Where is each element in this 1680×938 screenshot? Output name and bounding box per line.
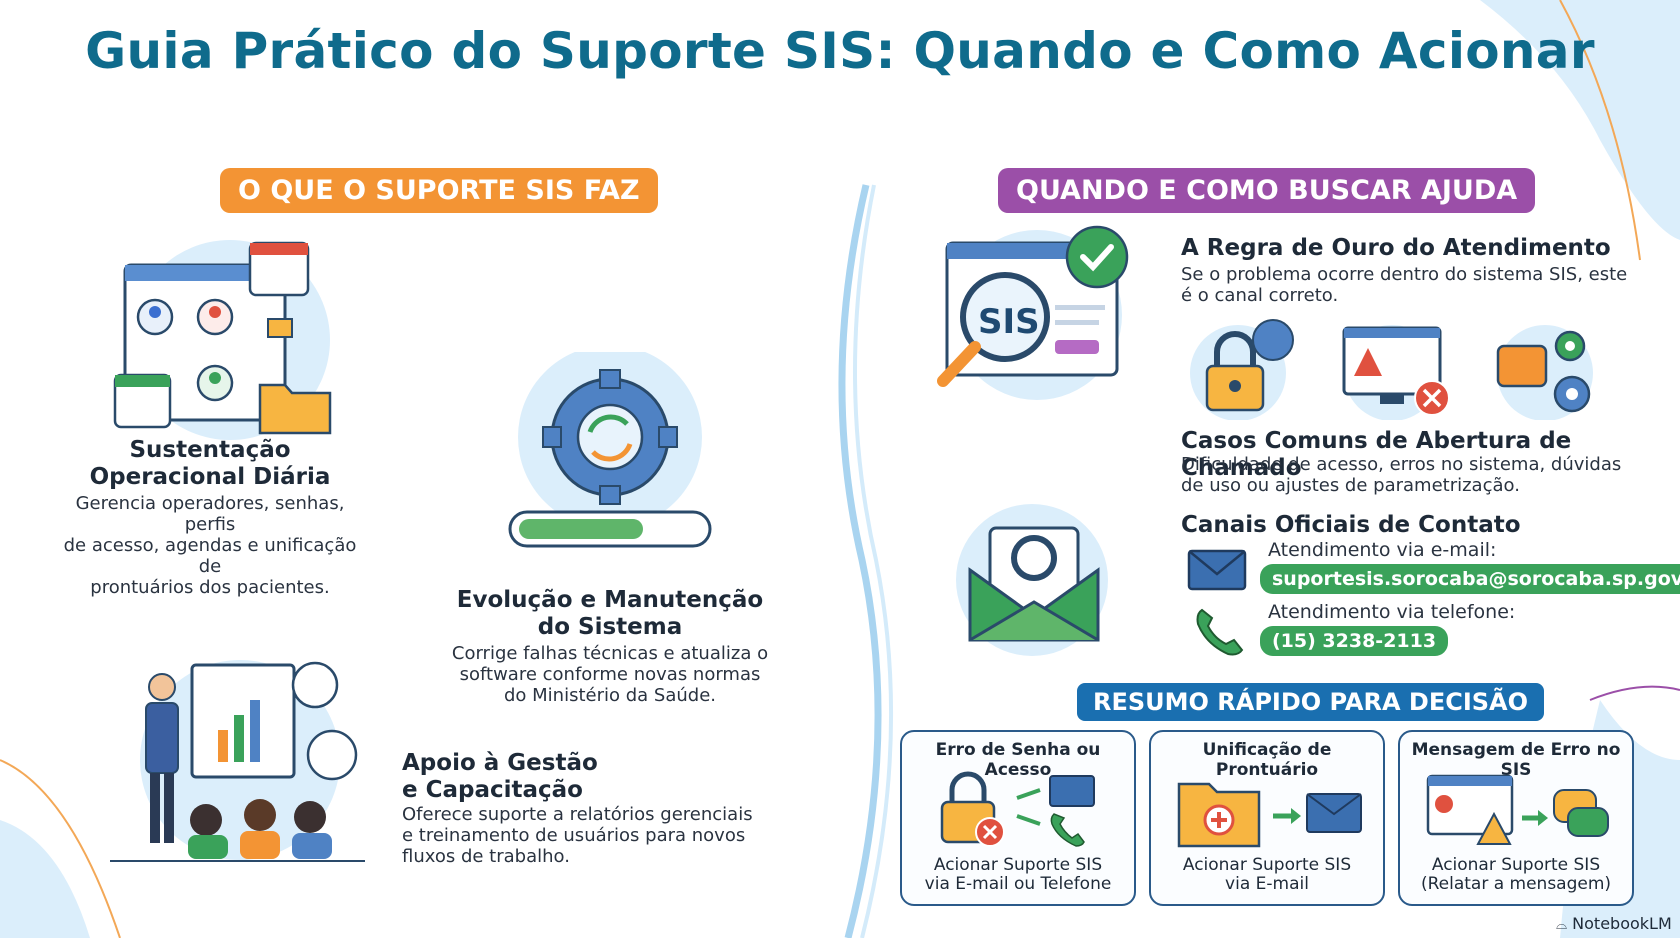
notebooklm-logo-icon: ⌓ — [1556, 917, 1568, 933]
channels-title: Canais Oficiais de Contato — [1181, 512, 1521, 538]
email-envelope-illustration — [956, 504, 1108, 656]
left-section-heading: O QUE O SUPORTE SIS FAZ — [220, 168, 658, 213]
summary-card-password: Erro de Senha ou Acesso Acionar Suporte … — [900, 730, 1136, 906]
item-sustentacao-title-line1: Sustentação — [129, 437, 291, 463]
brand-watermark: ⌓ NotebookLM — [1556, 914, 1672, 933]
lock-error-icon — [940, 771, 1095, 847]
common-cases-text-line: Dificuldade de acesso, erros no sistema,… — [1181, 454, 1622, 475]
sis-search-illustration — [937, 225, 1129, 400]
summary-card-title: Erro de Senha ou Acesso — [935, 740, 1101, 780]
summary-card-title: Unificação de Prontuário — [1202, 740, 1332, 780]
summary-card-action-line: via E-mail ou Telefone — [924, 874, 1112, 894]
common-cases-text-line: de uso ou ajustes de parametrização. — [1181, 475, 1520, 496]
item-sustentacao-title-line2: Operacional Diária — [89, 464, 331, 490]
phone-icon — [1196, 608, 1244, 656]
summary-card-action-line: via E-mail — [1225, 874, 1309, 894]
mail-icon — [1187, 549, 1247, 591]
item-evolucao-text-line: Corrige falhas técnicas e atualiza o — [451, 643, 769, 664]
brand-name: NotebookLM — [1572, 914, 1672, 933]
item-evolucao-text: Corrige falhas técnicas e atualiza o sof… — [440, 643, 780, 706]
item-sustentacao-text-line: Gerencia operadores, senhas, perfis — [75, 493, 345, 535]
screen-error-icon — [1342, 325, 1450, 420]
right-section-heading: QUANDO E COMO BUSCAR AJUDA — [998, 168, 1536, 213]
item-sustentacao-text-line: prontuários dos pacientes. — [90, 577, 330, 598]
summary-heading: RESUMO RÁPIDO PARA DECISÃO — [1077, 683, 1545, 721]
item-evolucao-title-line2: do Sistema — [537, 614, 683, 640]
summary-card-action-line: (Relatar a mensagem) — [1420, 874, 1612, 894]
item-evolucao-title: Evolução e Manutenção do Sistema — [450, 587, 770, 641]
item-apoio-title: Apoio à Gestão e Capacitação — [402, 750, 722, 804]
email-label: Atendimento via e-mail: — [1268, 539, 1497, 561]
common-cases-text: Dificuldade de acesso, erros no sistema,… — [1181, 454, 1641, 496]
phone-label: Atendimento via telefone: — [1268, 601, 1516, 623]
folder-medical-icon — [1177, 782, 1362, 848]
item-apoio-title-line2: e Capacitação — [402, 777, 583, 803]
item-sustentacao-title: Sustentação Operacional Diária — [60, 437, 360, 491]
email-address-link[interactable]: suportesis.sorocaba@sorocaba.sp.gov.br — [1260, 564, 1680, 594]
golden-rule-text: Se o problema ocorre dentro do sistema S… — [1181, 264, 1641, 306]
golden-rule-text-line: Se o problema ocorre dentro do sistema S… — [1181, 264, 1628, 285]
summary-card-action-line: Acionar Suporte SIS — [1431, 855, 1601, 875]
item-evolucao-text-line: software conforme novas normas — [459, 664, 761, 685]
question-gear-icon — [1496, 325, 1593, 420]
item-apoio-title-line1: Apoio à Gestão — [402, 750, 598, 776]
lock-question-icon — [1190, 319, 1294, 420]
item-sustentacao-text-line: de acesso, agendas e unificação de — [63, 535, 357, 577]
summary-card-unification: Unificação de Prontuário Acionar Suporte… — [1149, 730, 1385, 906]
gear-update-illustration — [508, 352, 712, 548]
page-title: Guia Prático do Suporte SIS: Quando e Co… — [85, 22, 1595, 80]
item-evolucao-text-line: do Ministério da Saúde. — [503, 685, 716, 706]
item-apoio-text-line: Oferece suporte a relatórios gerenciais — [402, 804, 753, 825]
sis-label: SIS — [978, 302, 1040, 342]
user-management-illustration — [113, 240, 332, 440]
phone-number-link[interactable]: (15) 3238-2113 — [1260, 626, 1449, 656]
common-cases-title: Casos Comuns de Abertura de Chamado — [1181, 428, 1572, 481]
summary-card-action: Acionar Suporte SIS via E-mail ou Telefo… — [902, 856, 1134, 894]
summary-card-error-message: Mensagem de Erro no SIS Acionar Suporte … — [1398, 730, 1634, 906]
item-evolucao-title-line1: Evolução e Manutenção — [456, 587, 764, 613]
item-apoio-text-line: e treinamento de usuários para novos — [402, 825, 746, 846]
summary-card-action: Acionar Suporte SIS (Relatar a mensagem) — [1400, 856, 1632, 894]
golden-rule-title: A Regra de Ouro do Atendimento — [1181, 235, 1611, 261]
summary-card-action: Acionar Suporte SIS via E-mail — [1151, 856, 1383, 894]
item-apoio-text-line: fluxos de trabalho. — [402, 846, 570, 867]
training-presentation-illustration — [110, 660, 365, 862]
item-apoio-text: Oferece suporte a relatórios gerenciais … — [402, 804, 782, 867]
summary-card-action-line: Acionar Suporte SIS — [1182, 855, 1352, 875]
error-message-icon — [1426, 774, 1609, 845]
item-sustentacao-text: Gerencia operadores, senhas, perfis de a… — [50, 493, 370, 598]
summary-card-action-line: Acionar Suporte SIS — [933, 855, 1103, 875]
golden-rule-text-line: é o canal correto. — [1181, 285, 1339, 306]
